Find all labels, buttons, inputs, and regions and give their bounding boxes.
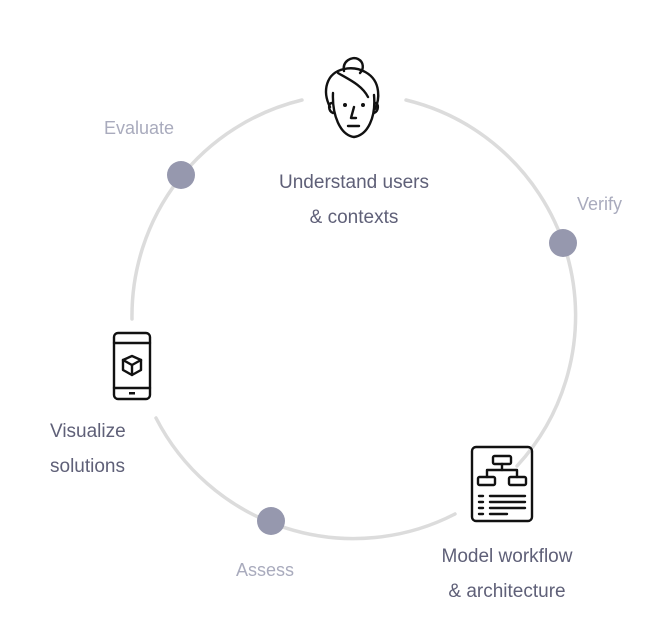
stage-label-visualize-line2: solutions — [50, 456, 125, 477]
checkpoint-label-evaluate: Evaluate — [104, 118, 175, 138]
woman-face-icon — [324, 57, 380, 139]
ring-arc-right — [404, 98, 578, 468]
checkpoint-label-verify: Verify — [577, 194, 623, 214]
stage-label-understand: Understand users & contexts — [254, 165, 454, 235]
stage-label-visualize: Visualize solutions — [50, 414, 126, 484]
stage-label-model: Model workflow & architecture — [407, 539, 607, 609]
checkpoint-dot-evaluate — [167, 161, 195, 189]
stage-label-model-line1: Model workflow — [441, 546, 573, 567]
stage-label-understand-line1: Understand users — [279, 172, 429, 193]
checkpoint-dot-assess — [257, 507, 285, 535]
ring-arc-bottom — [154, 416, 457, 541]
checkpoint-label-assess: Assess — [236, 560, 295, 580]
document-hierarchy-icon — [470, 445, 534, 523]
stage-label-visualize-line1: Visualize — [50, 421, 126, 442]
smartphone-cube-icon — [112, 331, 152, 401]
stage-label-model-line2: & architecture — [448, 581, 566, 602]
stage-label-understand-line2: & contexts — [309, 207, 399, 228]
checkpoint-dot-verify — [549, 229, 577, 257]
